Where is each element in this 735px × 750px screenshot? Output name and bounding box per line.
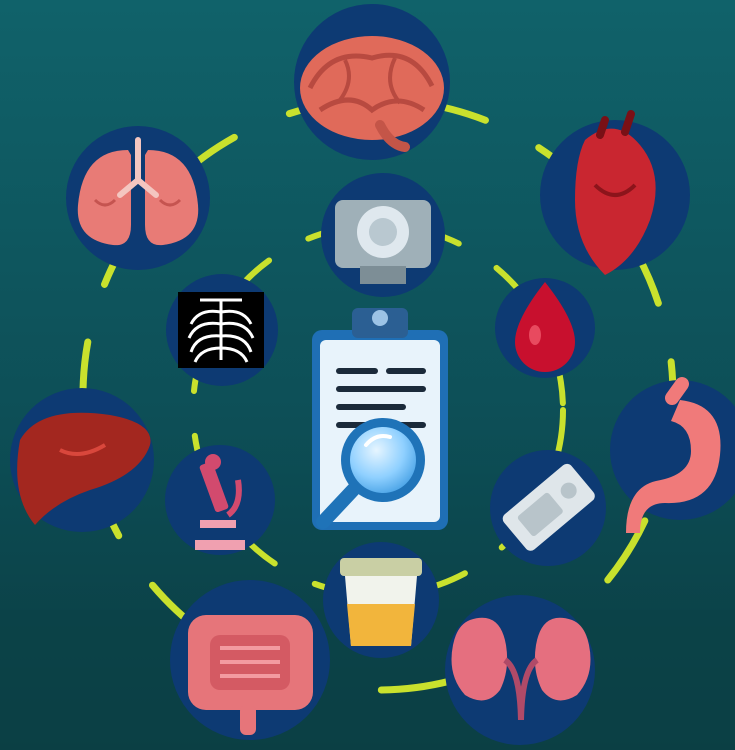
liver-icon: [10, 388, 154, 532]
ct-scanner-icon: [321, 173, 445, 297]
microscope-icon: [165, 445, 275, 555]
brain-icon: [294, 4, 450, 160]
test-strip-icon: [490, 450, 606, 566]
lungs-icon: [66, 126, 210, 270]
chest-xray-icon: [166, 274, 278, 386]
blood-drop-icon: [495, 278, 595, 378]
urine-sample-icon: [323, 542, 439, 658]
kidneys-icon: [445, 595, 595, 745]
clipboard-magnifier-icon: [312, 308, 448, 530]
intestines-icon: [170, 580, 330, 740]
